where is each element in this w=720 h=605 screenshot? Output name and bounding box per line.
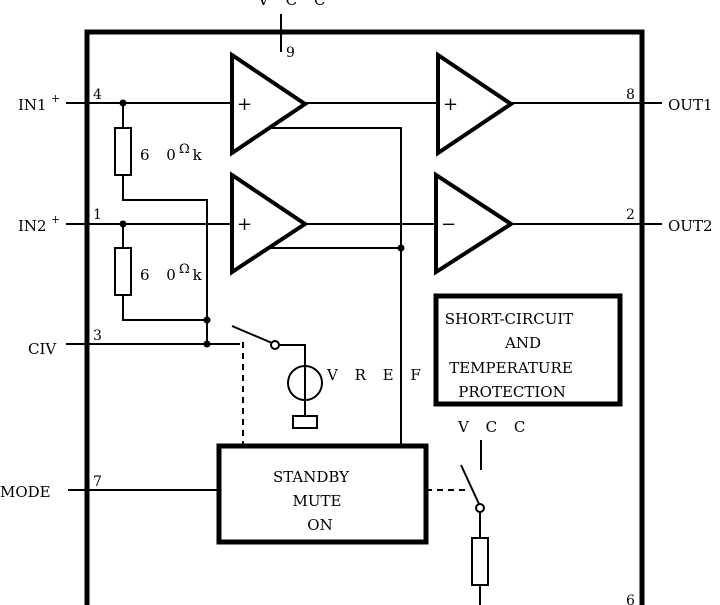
amp4-input-sign: − xyxy=(441,214,456,235)
amplifier-3 xyxy=(436,51,515,157)
standby-line-1: STANDBY xyxy=(273,468,350,486)
standby-mute-box xyxy=(216,443,429,545)
ic-outline xyxy=(84,29,645,605)
in1-label: IN1 xyxy=(18,96,47,114)
r2-bottom-wire xyxy=(122,295,207,321)
vref-label: V R E F xyxy=(326,366,427,384)
vref-wire xyxy=(279,344,306,366)
out1-label: OUT1 xyxy=(668,96,713,114)
civ-switch-contact xyxy=(270,340,280,350)
r2-unit: Ω xyxy=(179,262,190,277)
protection-line-2: AND xyxy=(504,334,541,352)
amplifier-4 xyxy=(434,171,515,276)
civ-label: CIV xyxy=(28,340,57,358)
in1-plus-sign: + xyxy=(51,92,60,105)
r1-value: 6 0 k xyxy=(140,146,208,164)
vcc-switch-contact xyxy=(475,503,485,513)
feedback-junction xyxy=(397,244,405,252)
protection-line-3: TEMPERATURE xyxy=(449,359,573,377)
amp2-input-sign: + xyxy=(237,214,252,235)
vcc-top-label: V C C xyxy=(257,0,331,9)
pin-4-number: 4 xyxy=(93,87,102,103)
amp3-input-sign: + xyxy=(443,94,458,115)
pin-1-number: 1 xyxy=(93,207,102,223)
mode-label: MODE xyxy=(0,483,51,501)
in2-plus-sign: + xyxy=(51,213,60,226)
vcc-switch-blade xyxy=(460,464,480,505)
vref-ground-symbol xyxy=(292,415,318,429)
protection-line-4: PROTECTION xyxy=(458,383,565,401)
pin-8-number: 8 xyxy=(626,87,635,103)
standby-line-3: ON xyxy=(307,516,332,534)
out2-label: OUT2 xyxy=(668,217,713,235)
pin-9-number: 9 xyxy=(286,45,295,61)
r2-value: 6 0 k xyxy=(140,266,208,284)
civ-switch-blade xyxy=(231,325,273,344)
vcc-switch-label: V C C xyxy=(457,418,531,436)
in2-label: IN2 xyxy=(18,217,47,235)
resistor-1 xyxy=(114,127,132,176)
standby-line-2: MUTE xyxy=(293,492,342,510)
vcc-resistor xyxy=(471,537,489,586)
protection-box xyxy=(433,293,623,407)
protection-line-1: SHORT-CIRCUIT xyxy=(445,310,574,328)
pin-7-number: 7 xyxy=(93,474,102,490)
pin-6-number: 6 xyxy=(626,593,635,605)
r1-unit: Ω xyxy=(179,142,190,157)
r1-bottom-wire xyxy=(122,175,208,320)
pin-3-number: 3 xyxy=(93,328,102,344)
amp1-input-sign: + xyxy=(237,94,252,115)
civ-junction xyxy=(203,340,211,348)
resistor-2 xyxy=(114,247,132,296)
amplifier-1 xyxy=(230,51,309,157)
pin-2-number: 2 xyxy=(626,207,635,223)
feedback-wire xyxy=(270,127,402,445)
amplifier-2 xyxy=(230,171,309,276)
